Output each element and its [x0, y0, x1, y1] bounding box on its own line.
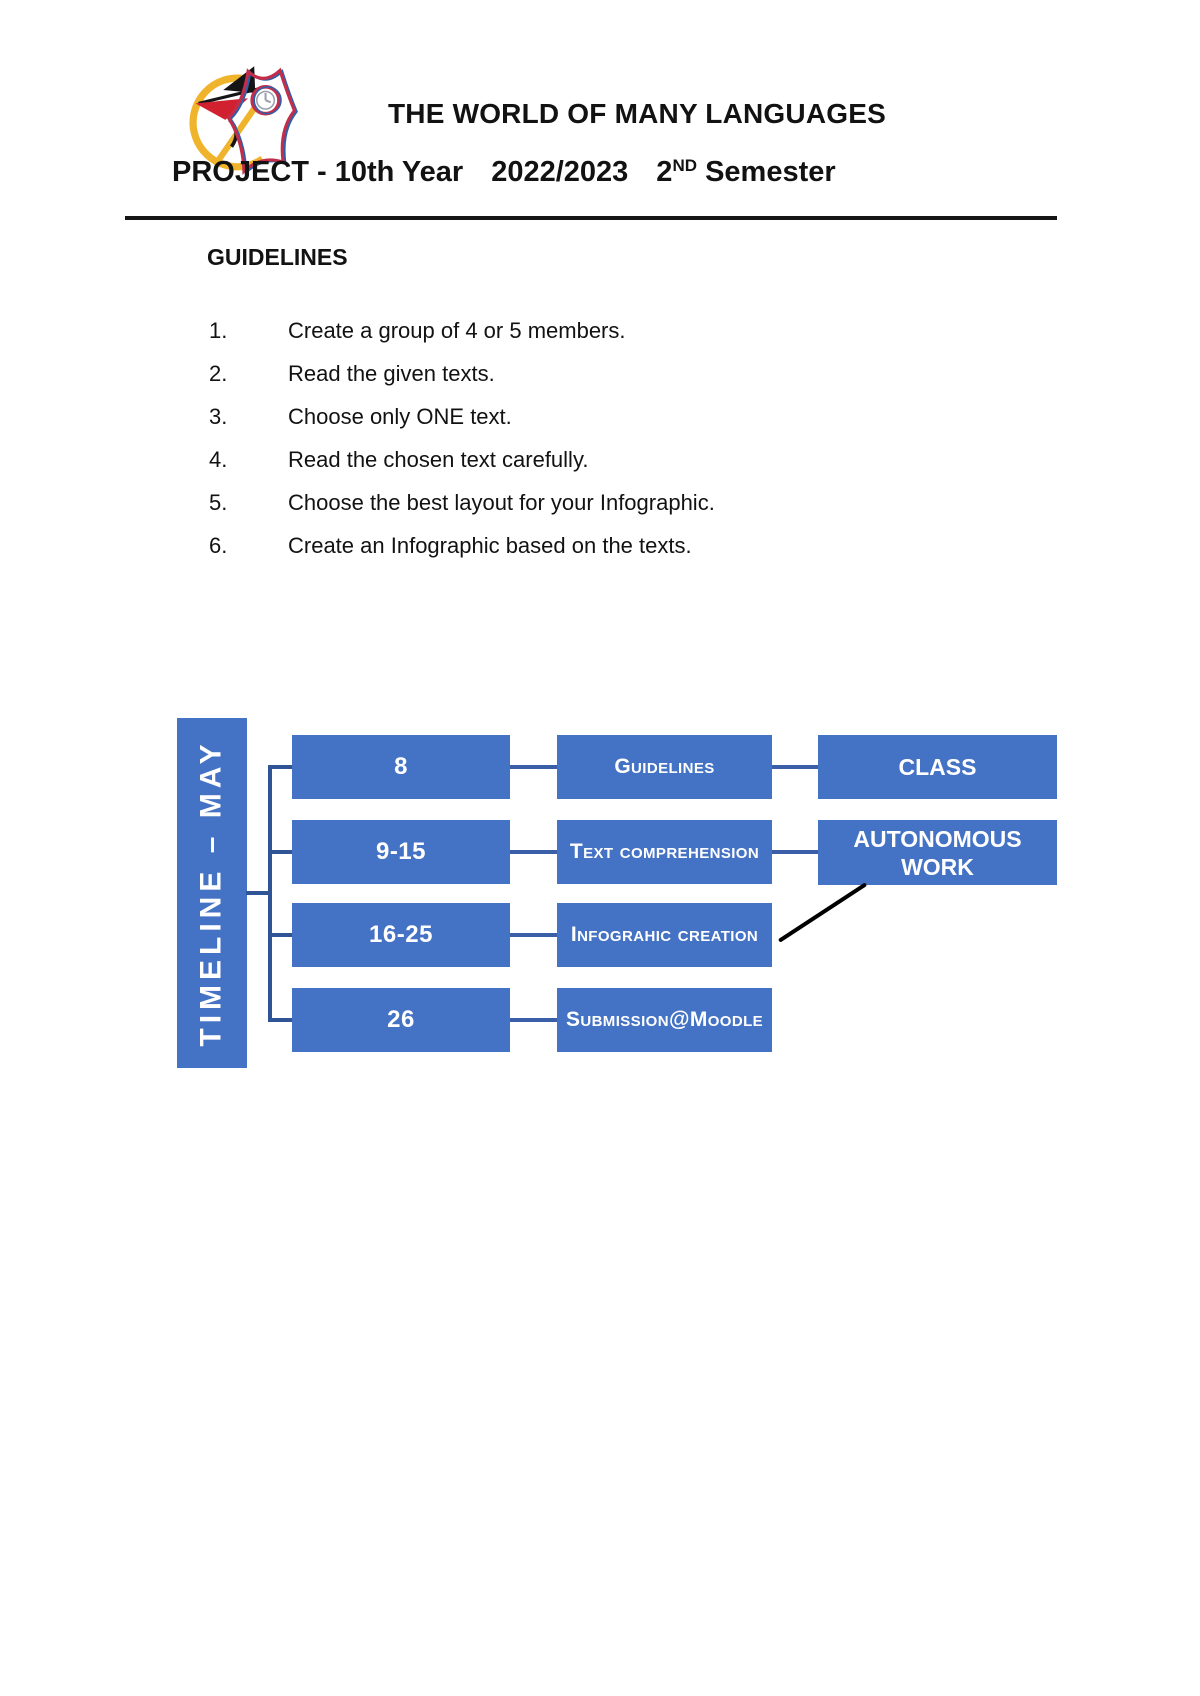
list-item-text: Create an Infographic based on the texts… [288, 533, 692, 558]
list-item-number: 5. [209, 490, 228, 515]
timeline-mode-box: CLASS [818, 735, 1057, 799]
diagonal-link-line [777, 882, 868, 943]
timeline-bar-label: TIMELINE – MAY [195, 739, 229, 1047]
bracket-stub [246, 891, 268, 895]
timeline-mode-box: AUTONOMOUS WORK [818, 820, 1057, 885]
subtitle-year: 2022/2023 [491, 156, 629, 188]
row-connector [510, 765, 557, 769]
list-item-text: Create a group of 4 or 5 members. [288, 318, 626, 343]
subtitle-semester-ordinal: ND [672, 156, 697, 175]
bracket-row-stub [268, 1018, 292, 1022]
guidelines-heading: GUIDELINES [207, 244, 348, 270]
subtitle-project: PROJECT - 10th Year [172, 156, 464, 188]
timeline-bar: TIMELINE – MAY [177, 718, 247, 1068]
subtitle-semester-word: Semester [705, 156, 836, 188]
row-connector [510, 850, 557, 854]
bracket-row-stub [268, 850, 292, 854]
list-item: 4. Read the chosen text carefully. [209, 447, 715, 475]
list-item-text: Read the chosen text carefully. [288, 447, 589, 472]
timeline-date-box: 9-15 [292, 820, 510, 884]
bracket-row-stub [268, 933, 292, 937]
school-logo [189, 66, 298, 176]
timeline-date-box: 8 [292, 735, 510, 799]
list-item-text: Choose only ONE text. [288, 404, 512, 429]
list-item-number: 2. [209, 361, 228, 386]
list-item: 1. Create a group of 4 or 5 members. [209, 318, 715, 346]
list-item-number: 4. [209, 447, 228, 472]
timeline-task-box: Guidelines [557, 735, 772, 799]
header-divider [125, 216, 1057, 220]
list-item: 5. Choose the best layout for your Infog… [209, 490, 715, 518]
bracket-vertical [268, 765, 272, 1022]
list-item-number: 6. [209, 533, 228, 558]
timeline-date-box: 26 [292, 988, 510, 1052]
page-title: THE WORLD OF MANY LANGUAGES [388, 98, 886, 129]
list-item-number: 1. [209, 318, 228, 343]
list-item-number: 3. [209, 404, 228, 429]
row-connector [510, 1018, 557, 1022]
row-connector [510, 933, 557, 937]
list-item: 6. Create an Infographic based on the te… [209, 533, 715, 561]
row-connector [772, 850, 818, 854]
project-subtitle: PROJECT - 10th Year 2022/2023 2ND Semester [172, 156, 836, 189]
list-item-text: Choose the best layout for your Infograp… [288, 490, 715, 515]
list-item-text: Read the given texts. [288, 361, 495, 386]
timeline-task-box: Submission@Moodle [557, 988, 772, 1052]
row-connector [772, 765, 818, 769]
guidelines-list: 1. Create a group of 4 or 5 members. 2. … [209, 318, 715, 576]
timeline-date-box: 16-25 [292, 903, 510, 967]
timeline-task-box: Infograhic creation [557, 903, 772, 967]
timeline-task-box: Text comprehension [557, 820, 772, 884]
list-item: 3. Choose only ONE text. [209, 404, 715, 432]
bracket-row-stub [268, 765, 292, 769]
list-item: 2. Read the given texts. [209, 361, 715, 389]
subtitle-semester-number: 2 [656, 156, 673, 188]
